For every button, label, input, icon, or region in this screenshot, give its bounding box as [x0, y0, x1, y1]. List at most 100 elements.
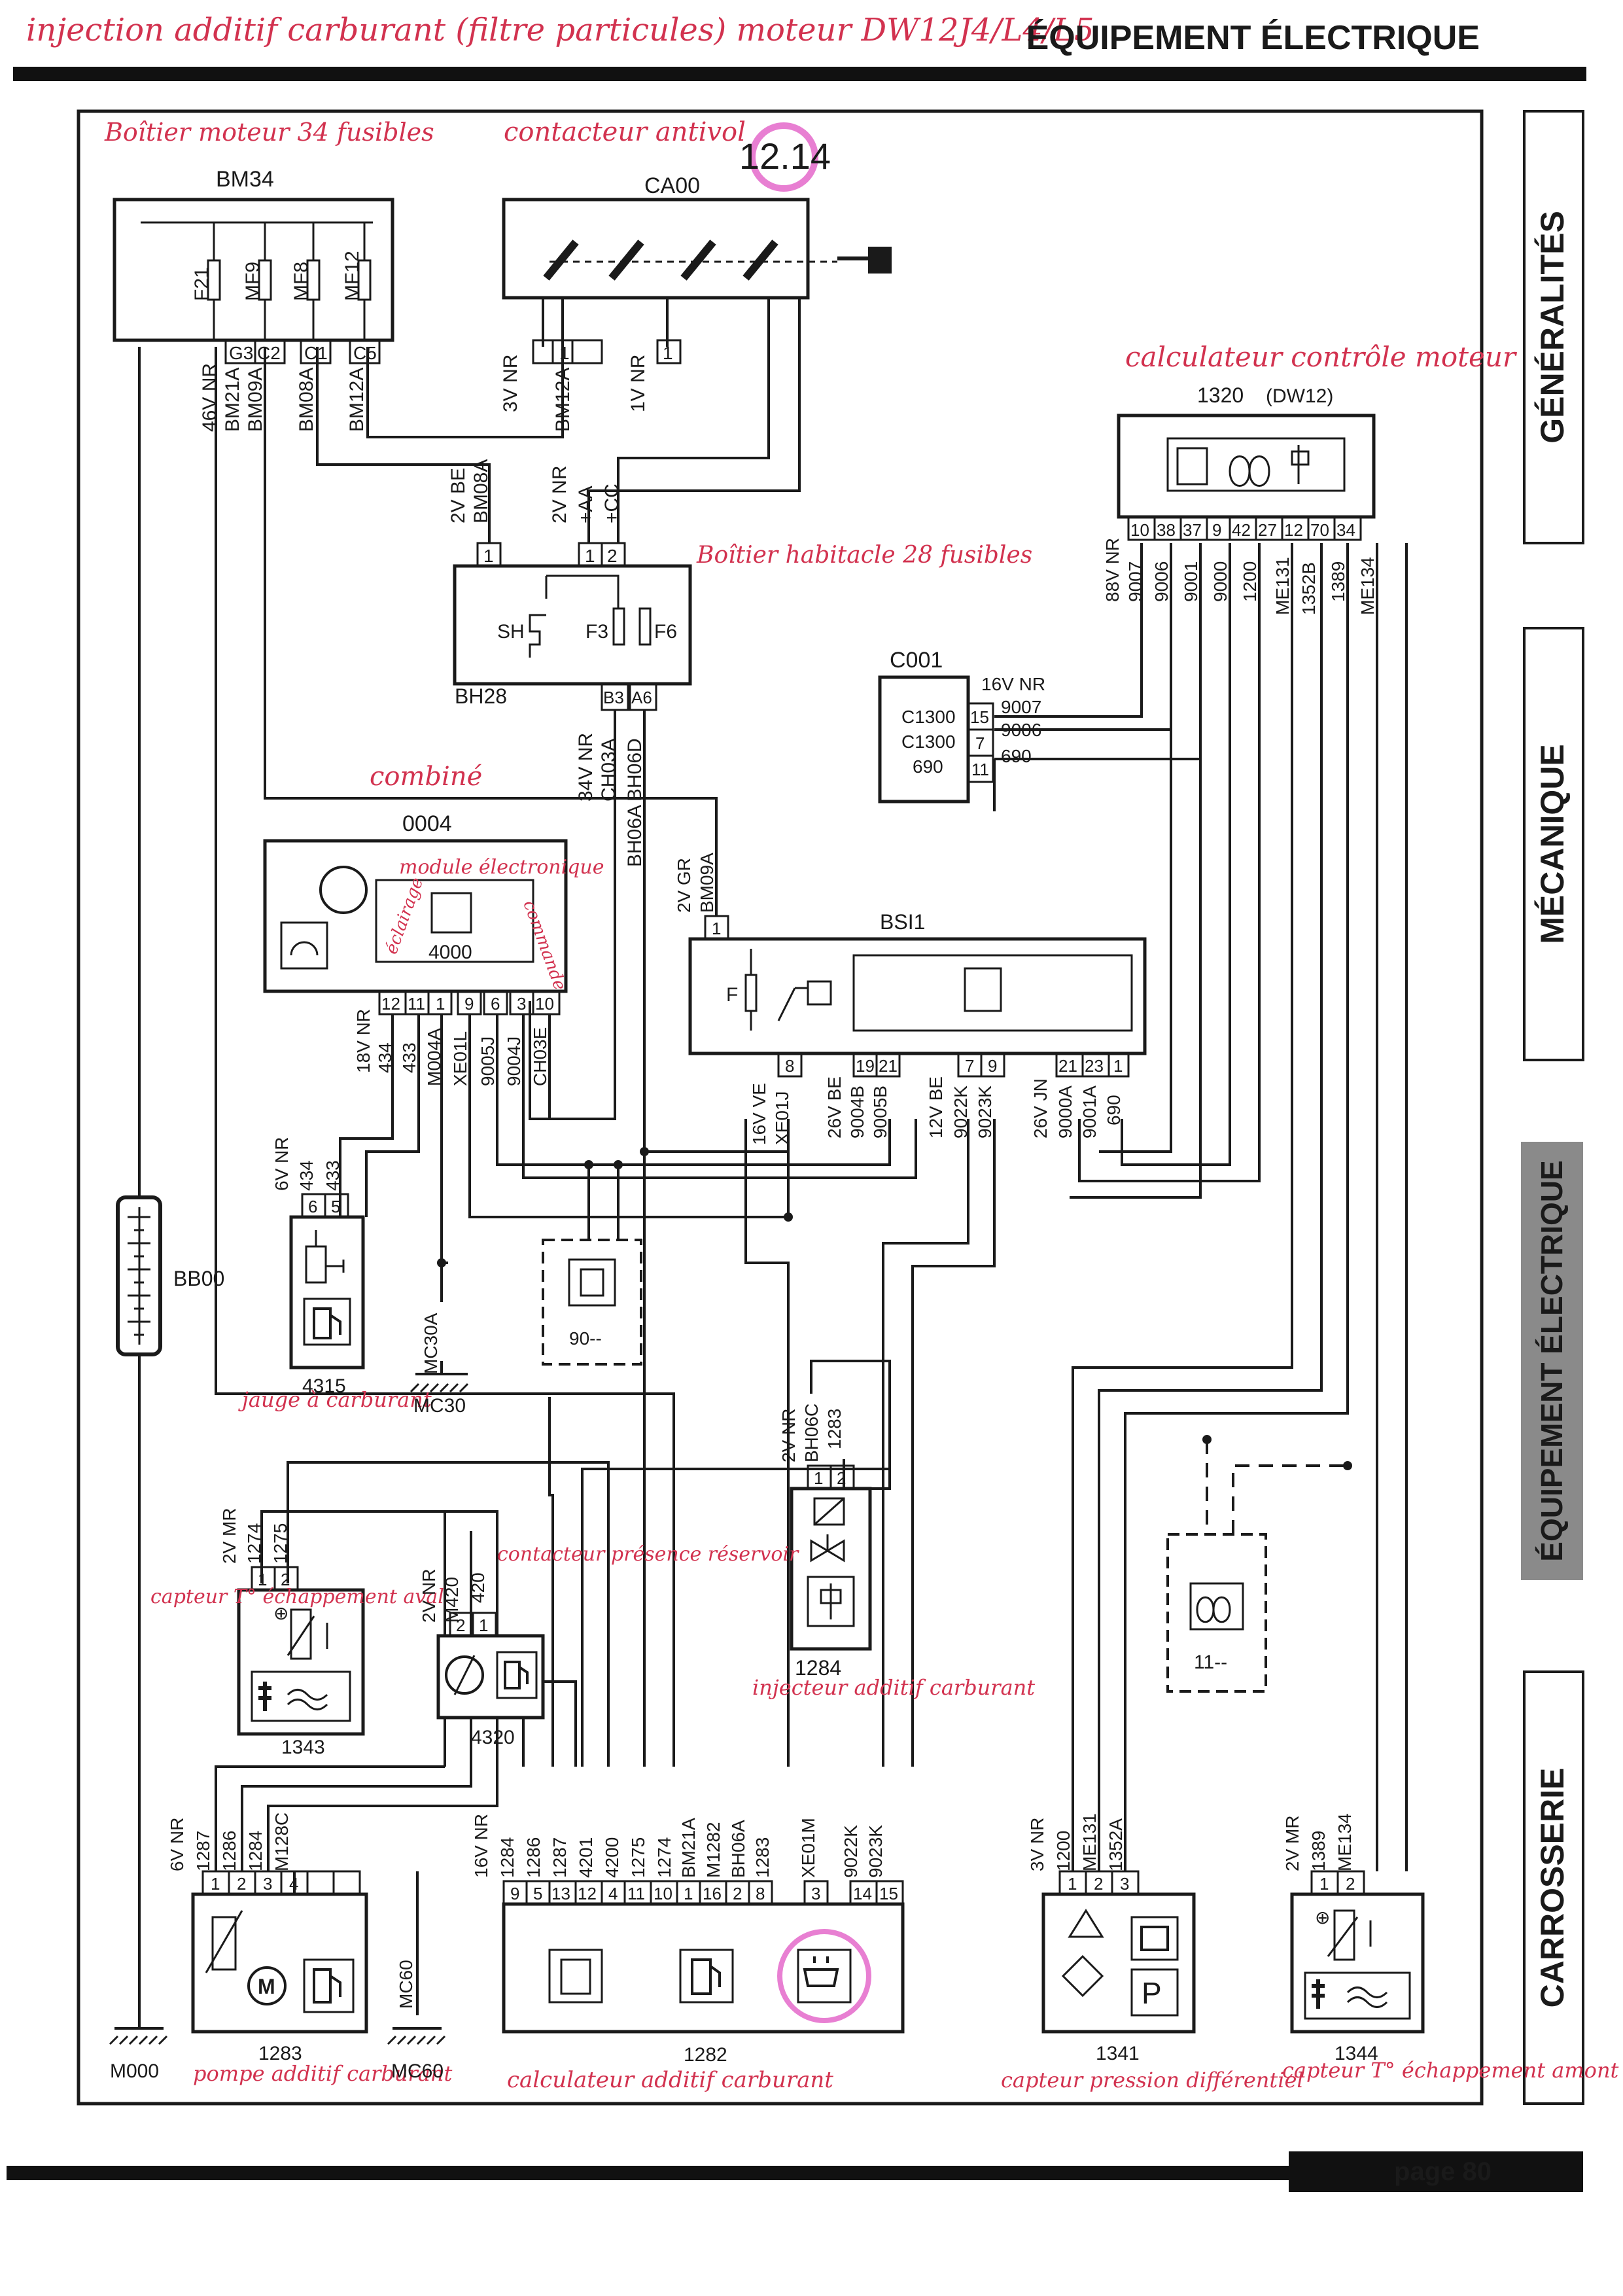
page-badge	[1289, 2151, 1583, 2192]
svg-text:1283: 1283	[824, 1409, 845, 1449]
svg-text:5: 5	[331, 1197, 340, 1216]
tab-equipement-label: ÉQUIPEMENT ÉLECTRIQUE	[1535, 1160, 1569, 1561]
bm34-code: BM34	[216, 167, 274, 192]
svg-text:C2: C2	[257, 343, 281, 363]
svg-text:1283: 1283	[752, 1837, 773, 1878]
svg-text:M128C: M128C	[271, 1812, 292, 1871]
temperature-icon	[1312, 1979, 1325, 2009]
svg-text:9023K: 9023K	[865, 1825, 886, 1878]
svg-text:1352B: 1352B	[1299, 562, 1319, 615]
svg-text:XE01J: XE01J	[772, 1091, 792, 1146]
ca00-box	[502, 198, 810, 300]
chip-icon	[430, 892, 472, 934]
coil-icon	[1229, 455, 1270, 487]
svg-text:9001A: 9001A	[1079, 1086, 1100, 1139]
svg-text:10: 10	[535, 994, 554, 1014]
fuse-f21: F21	[191, 267, 213, 301]
svg-text:1: 1	[211, 1874, 220, 1894]
footer-rule	[7, 2166, 1289, 2180]
tab-mecanique[interactable]	[1523, 627, 1584, 1061]
svg-text:2: 2	[607, 546, 618, 566]
svg-text:F3: F3	[585, 621, 608, 643]
svg-text:23: 23	[1085, 1056, 1104, 1076]
svg-text:ME131: ME131	[1079, 1813, 1100, 1871]
svg-text:46V NR: 46V NR	[199, 363, 220, 432]
diagram-frame	[77, 109, 1484, 2106]
svg-text:1286: 1286	[523, 1837, 544, 1878]
svg-text:690: 690	[1001, 746, 1032, 766]
svg-text:2: 2	[237, 1874, 246, 1894]
svg-text:1: 1	[1113, 1056, 1123, 1076]
bsi1-code: BSI1	[880, 910, 925, 934]
svg-text:2: 2	[281, 1570, 290, 1589]
svg-text:15: 15	[970, 707, 989, 727]
svg-text:18V NR: 18V NR	[353, 1009, 374, 1073]
svg-text:2: 2	[456, 1616, 465, 1635]
svg-text:9005J: 9005J	[478, 1036, 498, 1086]
bh28-code: BH28	[455, 684, 507, 708]
tab-equipement-electrique[interactable]	[1521, 1142, 1583, 1580]
additive-icon	[803, 1956, 839, 1987]
svg-text:9022K: 9022K	[951, 1086, 971, 1139]
tab-generalites[interactable]	[1523, 110, 1584, 544]
svg-text:8: 8	[756, 1884, 765, 1903]
svg-text:12V BE: 12V BE	[926, 1076, 946, 1139]
gauge-icon	[319, 866, 368, 914]
component-1284: 2V NR BH06C 1283 1 2 1284 injecteur addi…	[752, 1404, 1035, 1700]
fuse-mf8: MF8	[290, 262, 312, 301]
svg-text:1200: 1200	[1053, 1831, 1073, 1871]
1320-box	[1117, 414, 1376, 519]
component-c001: C001 C1300 C1300 690 15 7 11 16V NR 9007…	[878, 648, 1045, 804]
svg-text:1: 1	[663, 343, 673, 363]
fuel-pump-icon	[504, 1661, 529, 1689]
svg-text:34: 34	[1336, 520, 1355, 540]
4315-note: jauge à carburant	[238, 1387, 432, 1412]
svg-text:16: 16	[703, 1884, 722, 1903]
svg-text:MC60: MC60	[391, 2060, 444, 2082]
svg-text:(DW12): (DW12)	[1266, 385, 1333, 407]
svg-text:10: 10	[654, 1884, 672, 1903]
svg-text:8: 8	[785, 1056, 794, 1076]
1282-pins: 9 5 13 12 4 11 10 1 16 2 8 3 14 15	[502, 1880, 904, 1905]
injector-icon	[1291, 445, 1310, 484]
svg-text:1284: 1284	[497, 1837, 517, 1878]
1344-note: capteur T° échappement amont	[1282, 2058, 1619, 2083]
svg-text:1389: 1389	[1328, 561, 1348, 602]
component-1344: 2V MR 1389 ME134 1 2 ⊕ 1344 capteur T° é…	[1282, 1813, 1619, 2083]
svg-text:2: 2	[1346, 1874, 1355, 1894]
svg-text:4201: 4201	[576, 1837, 596, 1878]
exhaust-icon	[1346, 1987, 1388, 2008]
svg-text:1: 1	[479, 1616, 488, 1635]
component-bh28: 2V BE BM08A 2V NR +AA +CC 1 1 2 Boîtier …	[447, 459, 1032, 867]
1341-box	[1041, 1892, 1196, 2034]
svg-text:M004A: M004A	[424, 1028, 444, 1086]
svg-text:3V NR: 3V NR	[500, 355, 521, 412]
fuel-pump-icon	[313, 1307, 341, 1339]
svg-text:ME131: ME131	[1272, 557, 1293, 615]
svg-text:9007: 9007	[1001, 697, 1041, 717]
svg-text:1V NR: 1V NR	[627, 355, 649, 412]
component-4315: 6V NR 434 433 6 5 4315 jauge à carburant	[238, 1137, 432, 1412]
svg-text:BH06A: BH06A	[624, 805, 646, 867]
fuel-pump-icon	[691, 1958, 721, 1995]
svg-text:XE01M: XE01M	[798, 1818, 818, 1878]
svg-text:⊕: ⊕	[273, 1603, 288, 1623]
11-box	[1166, 1533, 1267, 1693]
svg-text:2V GR: 2V GR	[674, 858, 694, 913]
bsi1-pins: 8 19 21 7 9 21 23 1	[777, 1052, 1130, 1078]
svg-text:1: 1	[436, 994, 445, 1014]
tab-carrosserie[interactable]	[1523, 1670, 1584, 2105]
svg-text:6V NR: 6V NR	[167, 1818, 187, 1871]
chip-icon	[964, 967, 1002, 1012]
svg-text:BB00: BB00	[173, 1267, 224, 1290]
svg-text:2: 2	[733, 1884, 742, 1903]
svg-text:1: 1	[559, 343, 570, 363]
svg-text:BM09A: BM09A	[697, 853, 717, 913]
1320-code: 1320	[1197, 383, 1244, 407]
svg-text:ME134: ME134	[1335, 1813, 1355, 1871]
1341-note: capteur pression différentiel	[1001, 2068, 1304, 2093]
svg-text:434: 434	[375, 1042, 395, 1073]
svg-text:1: 1	[1068, 1874, 1077, 1894]
